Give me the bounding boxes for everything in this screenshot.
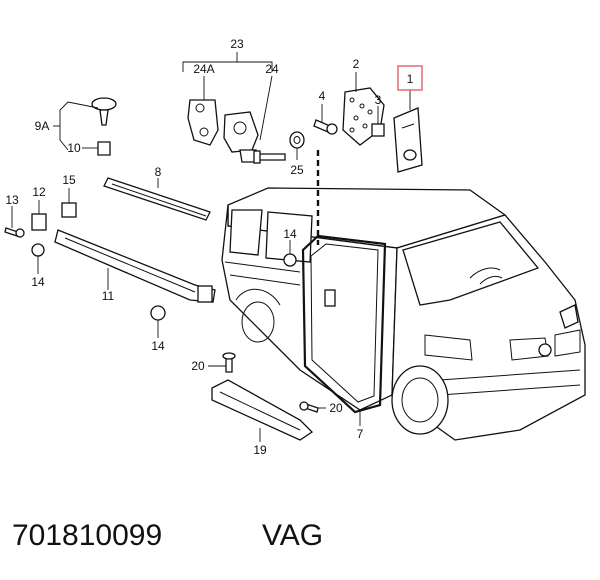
callout-13: 13 (5, 193, 19, 207)
part-12-bracket (31, 213, 47, 231)
part-3-clip (371, 123, 385, 137)
callout-3: 3 (375, 93, 382, 107)
callout-2: 2 (353, 57, 360, 71)
callout-14-bottom: 14 (151, 339, 165, 353)
part-1-striker (393, 107, 423, 173)
part-10-clip (97, 141, 111, 156)
part-15-clip (61, 202, 77, 218)
callout-14-mid: 14 (283, 227, 297, 241)
brand-name: VAG (262, 519, 323, 552)
callout-24a: 24A (193, 62, 214, 76)
part-19-lower-bracket (211, 379, 314, 441)
van-illustration (221, 150, 586, 441)
part-4-screw (313, 119, 338, 135)
callout-19: 19 (253, 443, 267, 457)
part-23-hinge-assembly (187, 99, 286, 164)
callout-20-right: 20 (329, 401, 343, 415)
callout-8: 8 (155, 165, 162, 179)
leader-lines (11, 52, 411, 442)
callout-11: 11 (102, 289, 115, 303)
part-8-roof-rail-strip (103, 177, 211, 221)
part-25-washer (289, 131, 305, 149)
callout-10: 10 (67, 141, 81, 155)
callout-24: 24 (265, 62, 279, 76)
part-number: 701810099 (12, 519, 162, 552)
callout-1-highlight (397, 65, 423, 91)
part-11-lower-rail (54, 229, 216, 303)
callout-labels: 1 2 3 4 7 8 9A 10 11 12 13 14 14 14 15 1… (5, 37, 413, 457)
part-13-screw (4, 227, 25, 238)
callout-14-left: 14 (31, 275, 45, 289)
callout-9a: 9A (35, 119, 50, 133)
part-20-screw (222, 352, 319, 413)
part-9a-plug (91, 97, 117, 126)
callout-25: 25 (290, 163, 304, 177)
callout-23: 23 (230, 37, 244, 51)
callout-4: 4 (319, 89, 326, 103)
callout-15: 15 (62, 173, 76, 187)
callout-12: 12 (32, 185, 46, 199)
callout-7: 7 (357, 427, 364, 441)
callout-1: 1 (407, 72, 414, 86)
callout-20-left: 20 (191, 359, 205, 373)
